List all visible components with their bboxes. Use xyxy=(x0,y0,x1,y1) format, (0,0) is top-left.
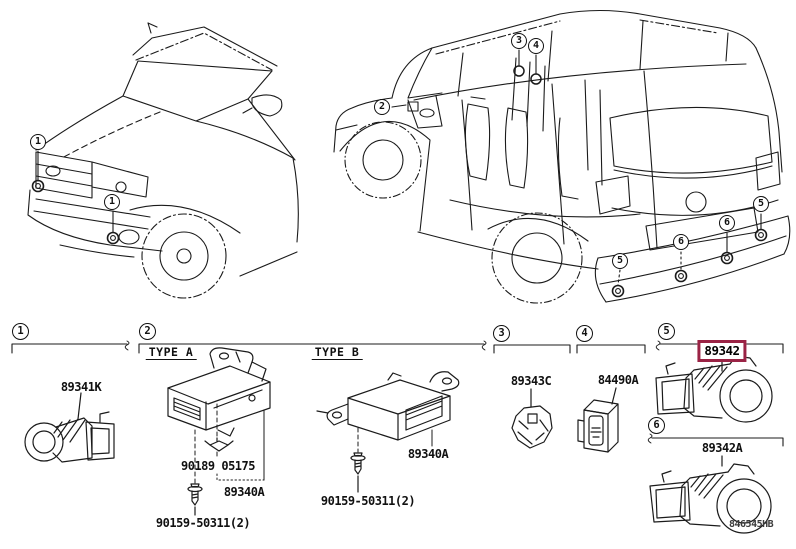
vehicle-callout-dash-2[interactable]: 2 xyxy=(374,99,390,115)
part-number-89340a-type-a[interactable]: 89340A xyxy=(223,485,265,499)
section-callout-3[interactable]: 3 xyxy=(493,325,510,342)
section-callout-1[interactable]: 1 xyxy=(12,323,29,340)
part-buzzer-89343c xyxy=(511,388,553,449)
vehicle-callout-front-1[interactable]: 1 xyxy=(30,134,46,150)
part-number-89341k[interactable]: 89341K xyxy=(60,380,102,394)
part-sensor-89342a xyxy=(649,455,772,534)
section-callout-4[interactable]: 4 xyxy=(576,325,593,342)
highlighted-part-number-89342[interactable]: 89342 xyxy=(697,340,747,362)
part-number-89340a-type-b[interactable]: 89340A xyxy=(407,447,449,461)
vehicle-callout-rear-5-left[interactable]: 5 xyxy=(612,253,628,269)
section-callout-6[interactable]: 6 xyxy=(648,417,665,434)
vehicle-callout-rear-5-right[interactable]: 5 xyxy=(753,196,769,212)
vehicle-front-view xyxy=(27,22,299,299)
drawing-code: 846545HB xyxy=(729,519,774,530)
part-number-89343c[interactable]: 89343C xyxy=(510,374,552,388)
section-callout-5[interactable]: 5 xyxy=(658,323,675,340)
vehicle-callout-rear-6-right[interactable]: 6 xyxy=(719,215,735,231)
part-sensor-89341k xyxy=(24,392,115,463)
part-number-90189-05175[interactable]: 90189 05175 xyxy=(181,459,255,473)
part-number-84490a[interactable]: 84490A xyxy=(597,373,639,387)
section-callout-2[interactable]: 2 xyxy=(139,323,156,340)
vehicle-callout-front-1b[interactable]: 1 xyxy=(104,194,120,210)
part-switch-84490a xyxy=(577,387,619,453)
part-ecu-type-b xyxy=(316,371,460,493)
type-a-header: TYPE A xyxy=(145,346,197,360)
vehicle-side-view xyxy=(333,9,791,304)
part-number-89342a[interactable]: 89342A xyxy=(701,441,743,455)
vehicle-callout-cabin-3[interactable]: 3 xyxy=(511,33,527,49)
vehicle-callout-cabin-4[interactable]: 4 xyxy=(528,38,544,54)
part-number-90159-50311-type-b[interactable]: 90159-50311(2) xyxy=(320,494,416,508)
callout-leader-lines xyxy=(37,49,762,286)
vehicle-callout-rear-6-center[interactable]: 6 xyxy=(673,234,689,250)
type-b-header: TYPE B xyxy=(311,346,363,360)
part-sensor-89342 xyxy=(655,355,773,423)
part-number-90159-50311-type-a[interactable]: 90159-50311(2) xyxy=(155,516,251,530)
part-ecu-type-a xyxy=(167,347,271,516)
